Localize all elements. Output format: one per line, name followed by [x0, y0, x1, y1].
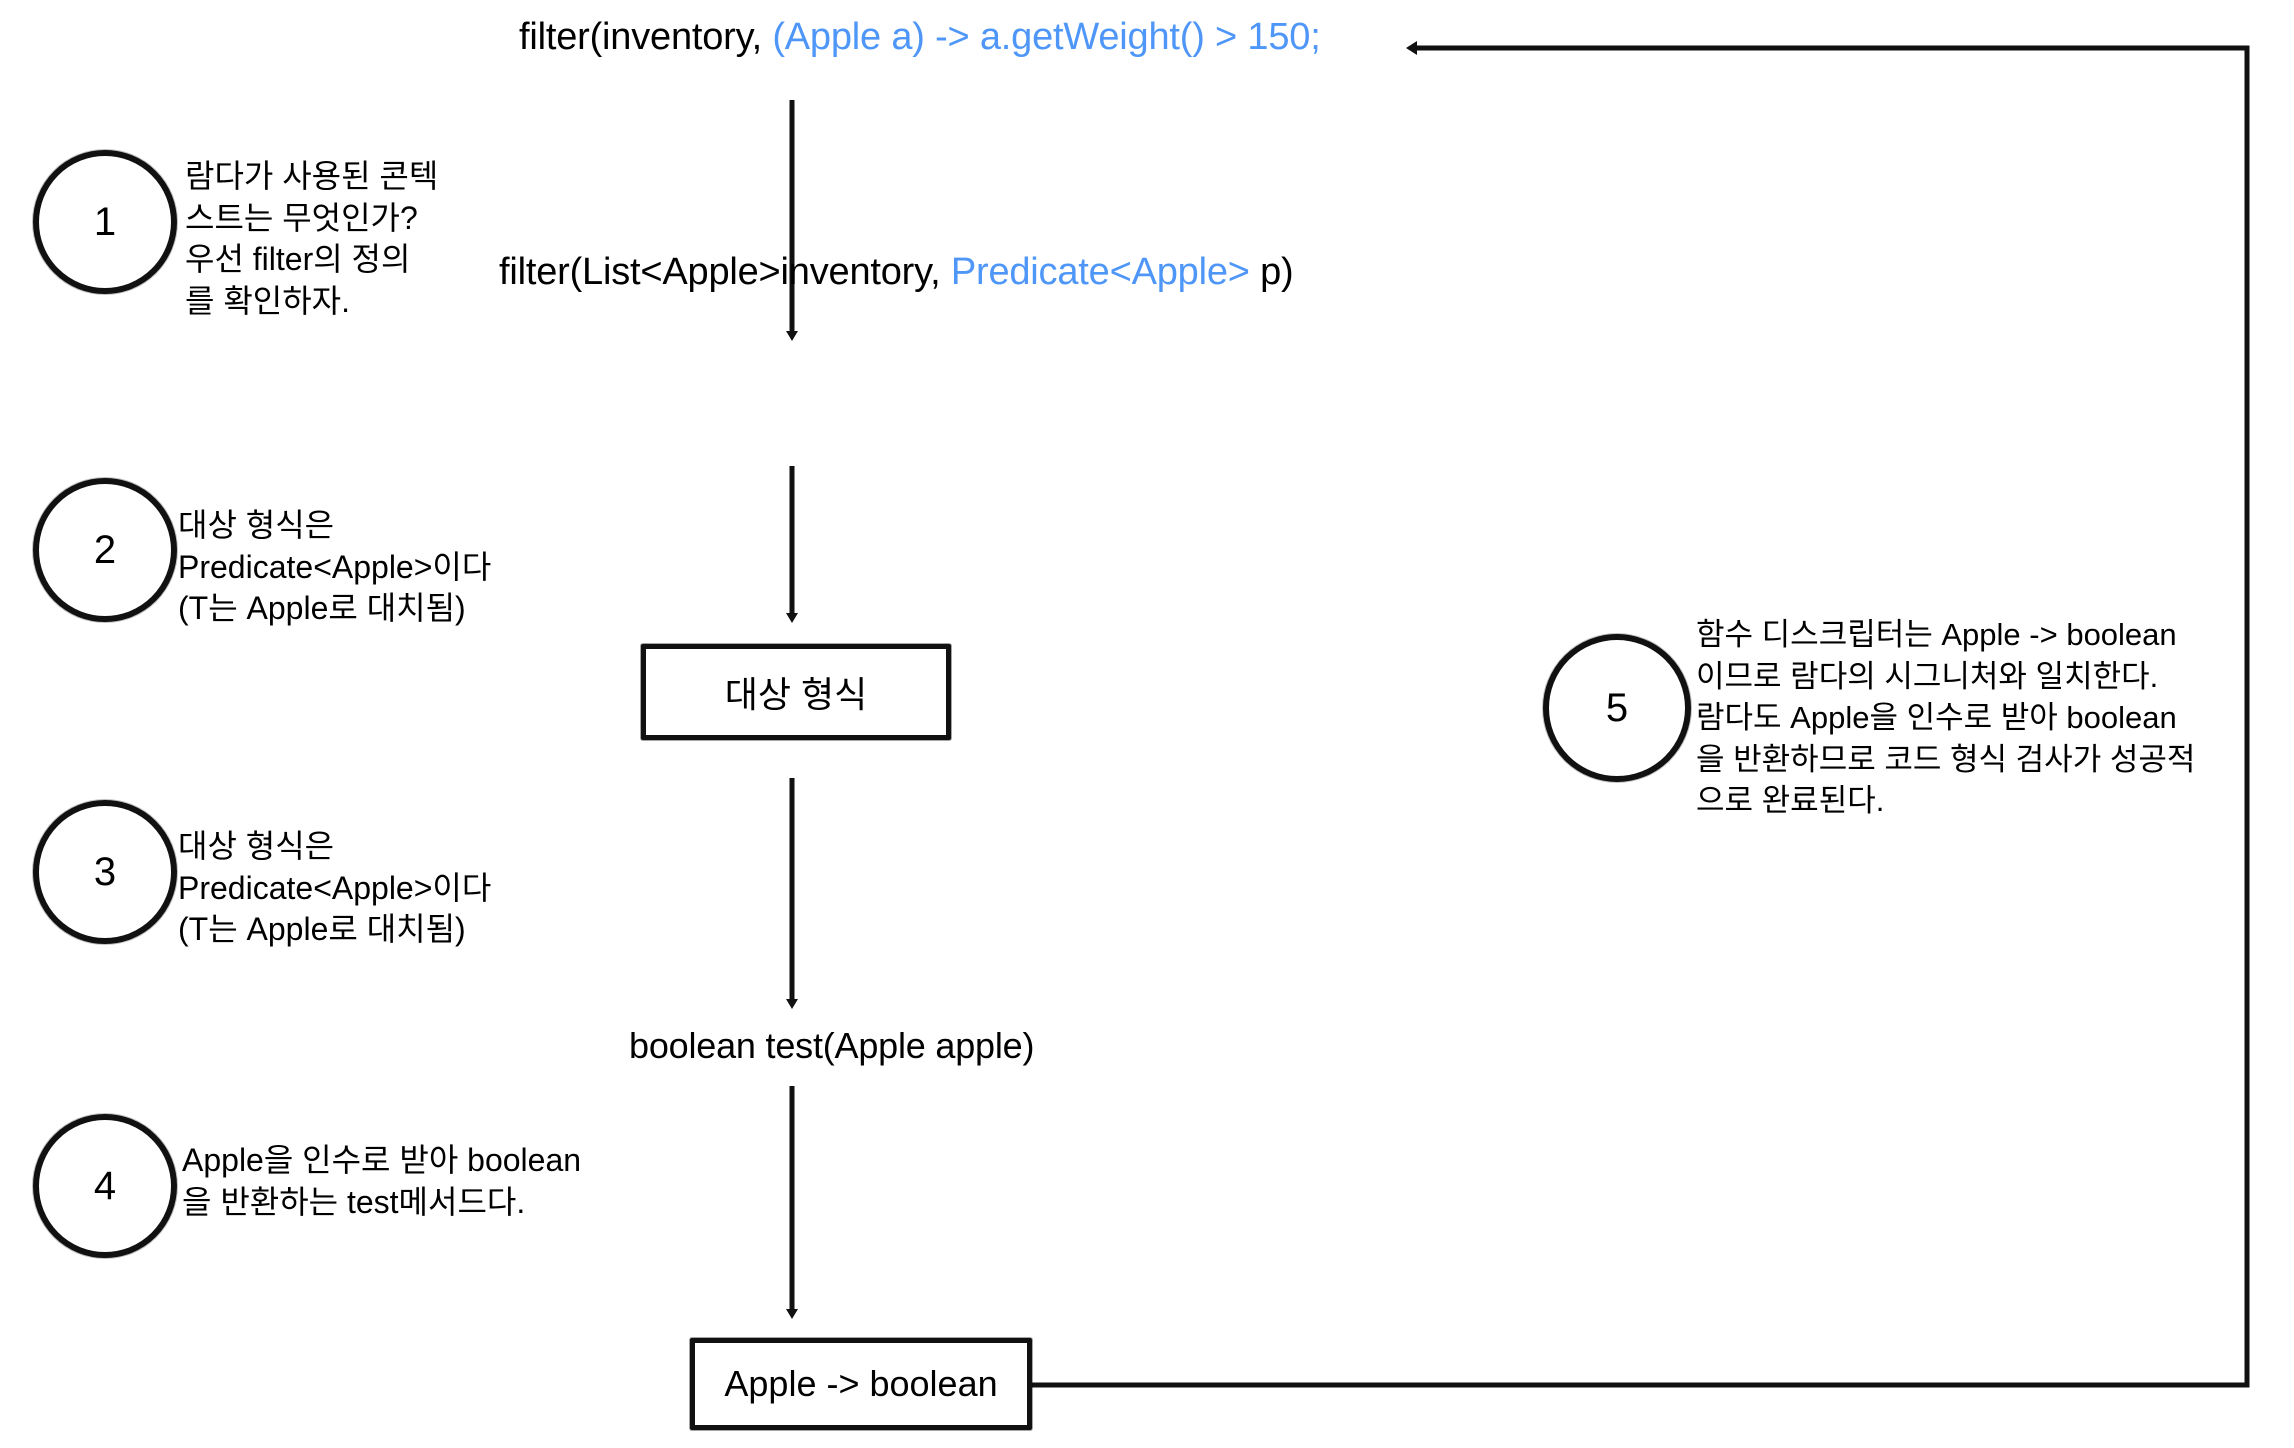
flow-step2-filter-signature: filter(List<Apple>inventory, Predicate<A… — [499, 253, 1294, 291]
flow-step2-suffix: p) — [1249, 251, 1294, 293]
flow-step1-prefix: filter(inventory, — [519, 16, 773, 58]
note-marker-2-number: 2 — [93, 527, 117, 572]
note-marker-4-number: 4 — [93, 1163, 117, 1208]
note-marker-1-number: 1 — [93, 199, 117, 244]
note-text-5: 함수 디스크립터는 Apple -> boolean 이므로 람다의 시그니처와… — [1696, 617, 2196, 819]
note-text-2: 대상 형식은 Predicate<Apple>이다 (T는 Apple로 대치됨… — [178, 507, 492, 627]
note-marker-5[interactable]: 5 — [1543, 634, 1691, 782]
note-marker-4[interactable]: 4 — [33, 1114, 177, 1258]
note-marker-2[interactable]: 2 — [33, 478, 177, 622]
note-marker-3-number: 3 — [93, 849, 117, 894]
function-descriptor-box-label: Apple -> boolean — [724, 1363, 998, 1404]
flow-step3-text: boolean test(Apple apple) — [629, 1025, 1035, 1066]
target-type-box[interactable]: 대상 형식 — [641, 644, 951, 740]
note-marker-5-number: 5 — [1605, 685, 1629, 730]
note-text-4: Apple을 인수로 받아 boolean 을 반환하는 test메서드다. — [182, 1142, 582, 1220]
flow-step3-abstract-method: boolean test(Apple apple) — [629, 1028, 1034, 1064]
target-type-box-label: 대상 형식 — [724, 674, 868, 715]
note-marker-3[interactable]: 3 — [33, 800, 177, 944]
note-text-3: 대상 형식은 Predicate<Apple>이다 (T는 Apple로 대치됨… — [178, 828, 492, 948]
flow-step2-prefix: filter(List<Apple>inventory, — [499, 251, 951, 293]
flow-step2-predicate-type: Predicate<Apple> — [950, 251, 1250, 293]
note-marker-1[interactable]: 1 — [33, 150, 177, 294]
flow-step1-lambda: (Apple a) -> a.getWeight() > 150; — [772, 16, 1321, 58]
function-descriptor-box[interactable]: Apple -> boolean — [690, 1338, 1032, 1430]
flow-step1-lambda-expression: filter(inventory, (Apple a) -> a.getWeig… — [519, 18, 1321, 56]
note-text-1: 람다가 사용된 콘텍 스트는 무엇인가? 우선 filter의 정의 를 확인하… — [185, 158, 439, 319]
